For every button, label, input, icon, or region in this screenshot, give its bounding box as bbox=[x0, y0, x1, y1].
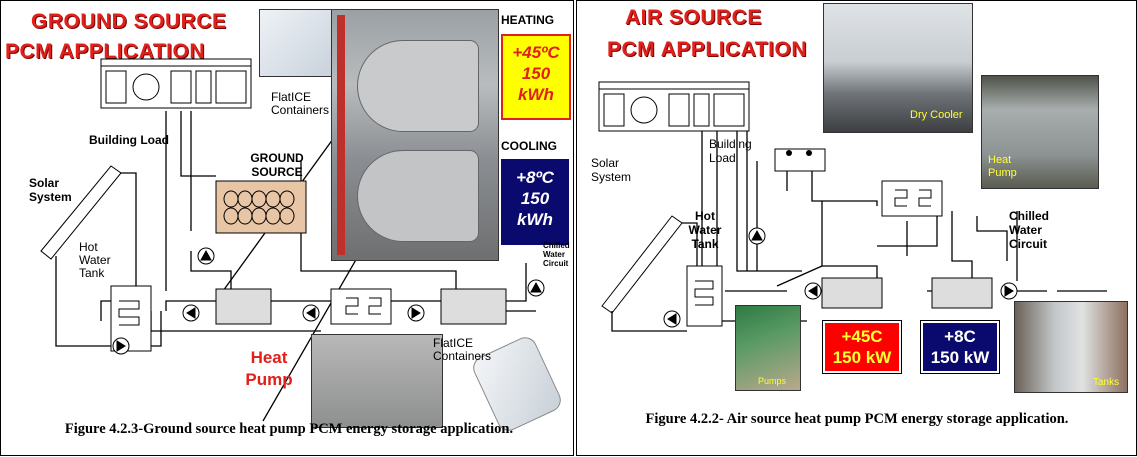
heating-label: HEATING bbox=[501, 13, 555, 27]
hot-capacity-box: +45C 150 kW bbox=[822, 320, 902, 374]
air-source-panel: AIR SOURCE PCM APPLICATION bbox=[576, 0, 1137, 456]
right-title-line2: PCM APPLICATION bbox=[607, 38, 807, 61]
heating-temp: +45ºC bbox=[512, 43, 560, 62]
left-caption: Figure 4.2.3-Ground source heat pump PCM… bbox=[64, 421, 514, 437]
right-hot-water-tank-icon bbox=[686, 265, 723, 327]
left-solar-system-label: Solar System bbox=[29, 176, 72, 204]
cooling-unit: kWh bbox=[517, 210, 553, 229]
right-solar-system-label: Solar System bbox=[591, 156, 632, 184]
right-solar-collector-icon bbox=[601, 215, 683, 314]
right-pump-icons bbox=[663, 227, 1018, 328]
tanks-photo: Tanks bbox=[1014, 301, 1128, 393]
left-hot-water-tank-label: Hot Water Tank bbox=[79, 240, 111, 280]
right-building-load-label: Building Load bbox=[709, 137, 752, 165]
right-title-line1: AIR SOURCE bbox=[625, 6, 762, 29]
cold-capacity-temp: +8C bbox=[944, 327, 976, 346]
flatice-containers-top-label: FlatICE Containers bbox=[271, 90, 330, 117]
right-hot-water-tank-label: Hot Water Tank bbox=[688, 209, 722, 251]
heating-unit: kWh bbox=[518, 85, 554, 104]
cold-capacity-power: 150 kW bbox=[930, 348, 990, 367]
pumps-label: Pumps bbox=[758, 376, 787, 386]
right-chilled-water-label: Chilled Water Circuit bbox=[1009, 209, 1050, 251]
tanks-label: Tanks bbox=[1093, 377, 1120, 388]
right-pcm-hot-tank-icon bbox=[821, 277, 883, 309]
flatice-containers-bottom-label: FlatICE Containers bbox=[433, 336, 492, 363]
right-pcm-cold-tank-icon bbox=[931, 277, 993, 309]
right-heat-pump-photo-label: Heat Pump bbox=[988, 154, 1017, 179]
flatice-container-stack-photo bbox=[259, 9, 333, 77]
left-piping-diagram bbox=[40, 58, 545, 422]
left-title-line1: GROUND SOURCE bbox=[31, 10, 227, 33]
left-title-line2: PCM APPLICATION bbox=[5, 40, 205, 63]
ground-source-label: GROUND SOURCE bbox=[250, 151, 304, 179]
pumps-photo: Pumps bbox=[735, 305, 801, 391]
pcm-hot-tank-icon bbox=[215, 288, 272, 325]
dry-cooler-icon bbox=[774, 148, 826, 172]
dry-cooler-label: Dry Cooler bbox=[910, 109, 963, 121]
hot-capacity-power: 150 kW bbox=[832, 348, 892, 367]
heating-spec-box: +45ºC 150 kWh bbox=[501, 34, 571, 120]
heat-exchanger-icon bbox=[330, 288, 392, 325]
heating-capacity: 150 bbox=[521, 64, 551, 83]
pcm-tanks-photo bbox=[331, 9, 499, 261]
pcm-cold-tank-icon bbox=[440, 288, 507, 325]
cooling-capacity: 150 bbox=[520, 189, 550, 208]
cooling-temp: +8ºC bbox=[516, 168, 554, 187]
right-air-handling-unit-icon bbox=[598, 81, 750, 132]
right-heat-exchanger-icon bbox=[881, 180, 943, 217]
dry-cooler-photo: Dry Cooler bbox=[823, 3, 973, 133]
left-heat-pump-label: Heat Pump bbox=[245, 348, 293, 389]
right-caption: Figure 4.2.2- Air source heat pump PCM e… bbox=[645, 411, 1069, 427]
ground-source-panel: GROUND SOURCE PCM APPLICATION bbox=[0, 0, 574, 456]
cold-capacity-box: +8C 150 kW bbox=[920, 320, 1000, 374]
cooling-label: COOLING bbox=[501, 139, 557, 153]
air-heat-pump-photo: Heat Pump bbox=[981, 75, 1099, 189]
hot-capacity-temp: +45C bbox=[841, 327, 883, 346]
air-handling-unit-icon bbox=[100, 58, 252, 109]
left-building-load-label: Building Load bbox=[89, 133, 169, 147]
left-chilled-water-label: Chilled Water Circuit bbox=[543, 241, 570, 268]
right-piping-diagram bbox=[598, 81, 1107, 332]
ground-heat-pump-photo bbox=[311, 334, 443, 428]
cooling-spec-box: +8ºC 150 kWh bbox=[501, 159, 569, 245]
pump-icons bbox=[112, 247, 545, 355]
